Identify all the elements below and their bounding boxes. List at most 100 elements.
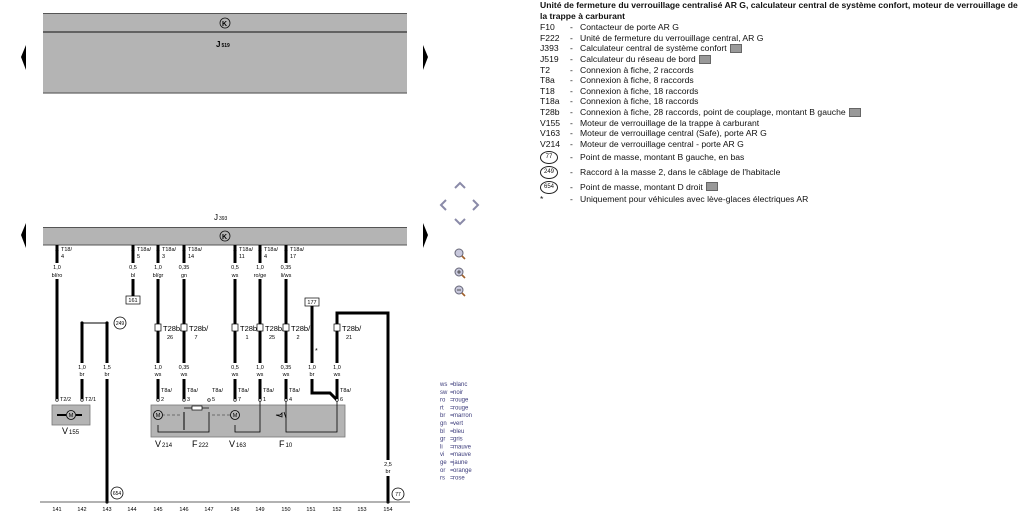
ground-symbol-text: K: [222, 234, 227, 241]
color-name: rouge: [453, 405, 469, 411]
zoom-in-icon[interactable]: [454, 267, 466, 279]
pin-arrow-icon: [182, 249, 186, 254]
equals-sign: =: [450, 452, 454, 458]
component-code: V: [229, 439, 235, 449]
legend-code: T18a: [540, 96, 560, 107]
coupling-connector-icon[interactable]: [154, 323, 162, 332]
legend-dash: -: [570, 106, 573, 117]
label-bg: [100, 363, 114, 379]
ground-point-g77[interactable]: [391, 487, 405, 501]
pan-down-icon[interactable]: [454, 218, 466, 226]
motor-symbol: M: [233, 413, 238, 419]
column-number: 141: [52, 507, 61, 513]
color-abbr: ro: [440, 398, 446, 404]
legend-item: T8a-Connexion à fiche, 8 raccords: [540, 75, 1020, 86]
component-number: 163: [236, 443, 247, 449]
coupling-connector-icon[interactable]: [282, 323, 290, 332]
wire-gauge: 0,5: [129, 265, 137, 271]
camera-icon[interactable]: [729, 44, 742, 54]
ground-point-g249[interactable]: [113, 316, 127, 330]
wire[interactable]: [335, 311, 390, 502]
legend-text: Uniquement pour véhicules avec lève-glac…: [580, 194, 809, 205]
color-name: rose: [453, 476, 465, 482]
motor-symbol: M: [69, 413, 74, 419]
legend-code: V214: [540, 138, 561, 149]
ground-point-symbol: 654: [540, 180, 558, 194]
component-label: F10: [279, 439, 293, 449]
j519-control-unit[interactable]: K J519: [43, 13, 407, 94]
ground-point-label: 249: [116, 321, 125, 327]
next-page-arrow-icon[interactable]: [423, 45, 428, 70]
zoom-out-icon[interactable]: [454, 285, 466, 297]
legend-text: Connexion à fiche, 18 raccords: [580, 85, 699, 96]
pin-number: 7: [238, 397, 241, 403]
column-number: 145: [153, 507, 162, 513]
pin-icon: [258, 398, 262, 402]
coupling-label: T28b/: [342, 324, 362, 333]
camera-icon[interactable]: [705, 182, 718, 192]
wire-gauge: 0,35: [281, 365, 292, 371]
legend-dash: -: [570, 117, 573, 128]
wire-color: ws: [154, 372, 162, 378]
column-number: 154: [383, 507, 392, 513]
label-bg: [253, 363, 267, 379]
motor-symbol: M: [156, 413, 161, 419]
wire-gauge: 0,35: [281, 265, 292, 271]
j393-control-unit[interactable]: K: [43, 227, 407, 246]
previous-page-arrow-icon[interactable]: [21, 223, 26, 248]
column-number: 148: [230, 507, 239, 513]
previous-page-arrow-icon[interactable]: [21, 45, 26, 70]
zoom-fit-icon[interactable]: [454, 248, 466, 260]
coupling-connector-icon[interactable]: [333, 323, 341, 332]
color-abbr: bl: [440, 429, 445, 435]
legend-code: *: [540, 194, 544, 205]
pin-arrow-icon: [233, 249, 237, 254]
wire-gauge: 1,0: [308, 365, 316, 371]
camera-icon[interactable]: [698, 54, 711, 64]
coupling-connector-icon[interactable]: [256, 323, 264, 332]
label-bg: [126, 263, 140, 279]
legend-item: V155-Moteur de verrouillage de la trappe…: [540, 118, 1020, 129]
equals-sign: =: [450, 390, 454, 396]
ground-point-symbol: 77: [540, 150, 558, 164]
legend-item: 249-Raccord à la masse 2, dans le câblag…: [540, 164, 1020, 179]
legend-item: *-Uniquement pour véhicules avec lève-gl…: [540, 194, 1020, 205]
coupling-connector-icon[interactable]: [231, 323, 239, 332]
component-label: V214: [155, 439, 173, 449]
equals-sign: =: [450, 421, 454, 427]
pan-right-icon[interactable]: [472, 199, 480, 211]
wire[interactable]: [285, 400, 338, 433]
component-number: 10: [286, 443, 293, 449]
color-name: gris: [453, 437, 463, 443]
color-abbr: rs: [440, 476, 445, 482]
wire-ref-177-box[interactable]: [304, 297, 320, 307]
wire[interactable]: [157, 412, 210, 433]
wire-ref-177: 177: [307, 300, 316, 306]
column-number: 153: [357, 507, 366, 513]
wire-ref-161-box[interactable]: [125, 295, 141, 305]
wire-gauge: 0,5: [231, 265, 239, 271]
coupling-connector-icon[interactable]: [180, 323, 188, 332]
ground-symbol-text: K: [222, 21, 227, 28]
component-label: V155: [62, 426, 80, 436]
legend-dash: -: [570, 53, 573, 64]
v214-motor-icon: [153, 410, 163, 420]
camera-icon[interactable]: [848, 107, 861, 117]
label-bg: [50, 263, 64, 279]
ground-point-g654[interactable]: [110, 486, 124, 500]
next-page-arrow-icon[interactable]: [423, 223, 428, 248]
label-bg: [228, 263, 242, 279]
pan-up-icon[interactable]: [454, 181, 466, 189]
legend-text: Moteur de verrouillage central (Safe), p…: [580, 128, 767, 139]
pin-label: T8a/: [187, 388, 198, 394]
equals-sign: =: [450, 460, 454, 466]
pan-left-icon[interactable]: [439, 199, 447, 211]
column-number: 147: [204, 507, 213, 513]
wire-color: ws: [231, 273, 239, 279]
wire[interactable]: [234, 400, 261, 433]
label-bg: [381, 460, 395, 476]
wire[interactable]: [310, 306, 339, 402]
equals-sign: =: [450, 413, 454, 419]
legend-text: Calculateur central de système confort: [580, 43, 727, 54]
